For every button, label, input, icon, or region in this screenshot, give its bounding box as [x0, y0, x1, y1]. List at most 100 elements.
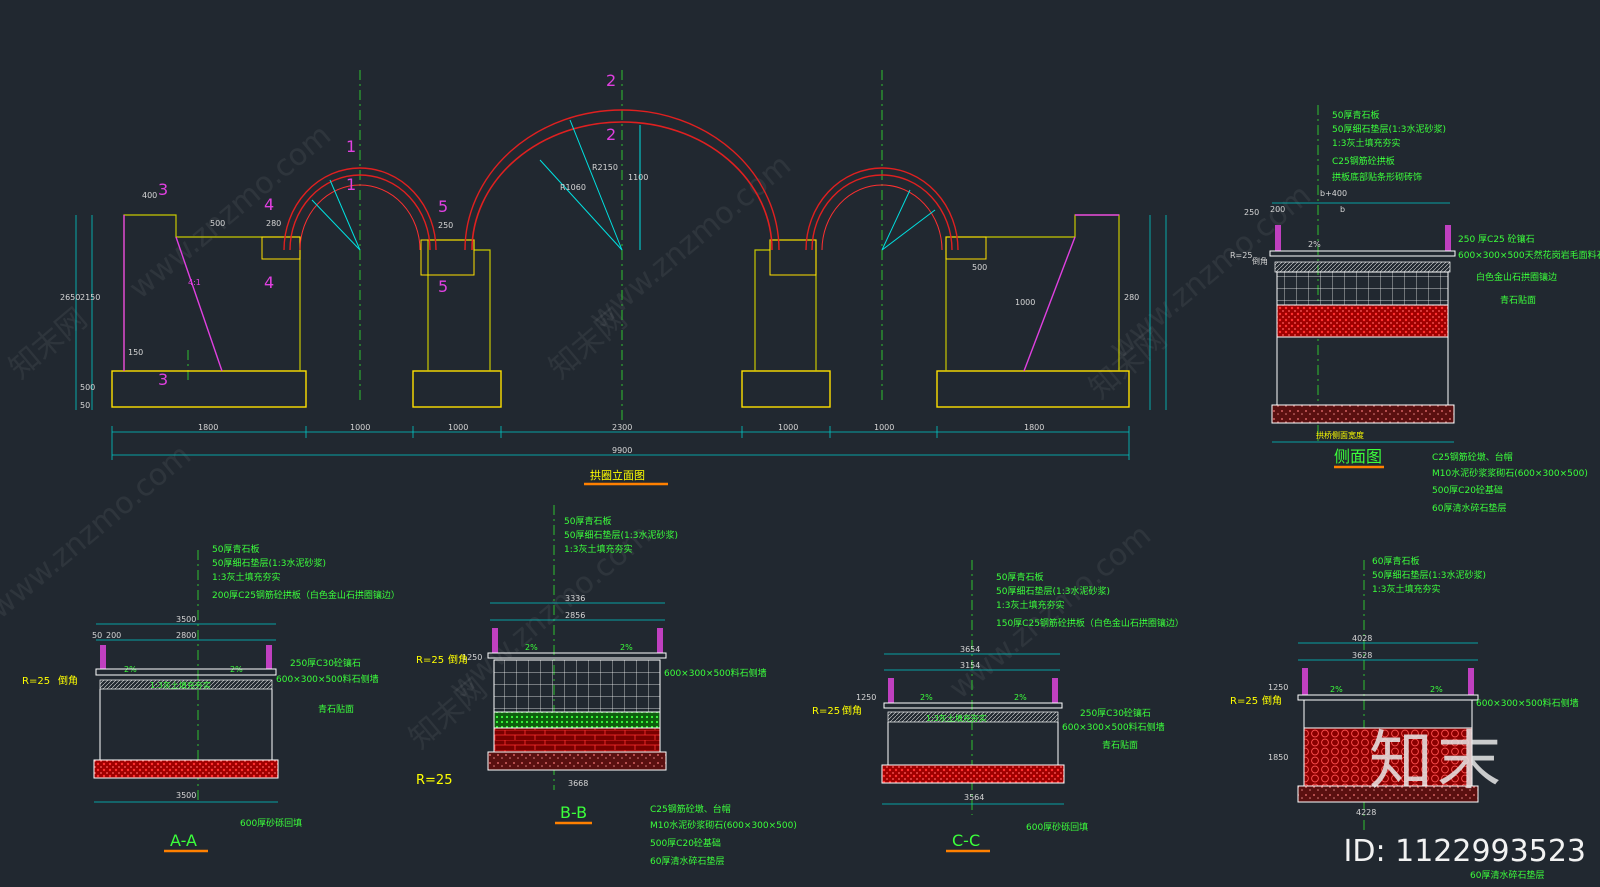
- dim-label: 50: [80, 401, 90, 410]
- dim-label: 3628: [1352, 651, 1372, 660]
- center-lines: [187, 70, 883, 420]
- bb-dims: 3336 2856 3668 1250 2% 2% R=25 倒角 R=25: [416, 594, 633, 788]
- note-text: M10水泥砂浆砌石(600×300×500): [650, 819, 797, 831]
- dim-label: 1000: [778, 423, 798, 432]
- grid-mark: 3: [158, 180, 168, 199]
- note-text: 600×300×500料石侧墙: [664, 667, 767, 679]
- dim-label: 2%: [1430, 685, 1443, 694]
- note-text: 青石贴面: [318, 703, 354, 715]
- note-text: 150厚C25钢筋砼拱板（白色金山石拱圈镶边）: [996, 617, 1184, 629]
- dim-label: 倒角: [448, 654, 468, 666]
- dim-label: 4:1: [188, 278, 201, 287]
- note-text: 60厚清水碎石垫层: [650, 855, 724, 867]
- bb-notes-bottom: C25钢筋砼墩、台帽 M10水泥砂浆砌石(600×300×500) 500厚C2…: [650, 803, 797, 867]
- grid-mark: 4: [264, 273, 274, 292]
- dim-label: 280: [266, 219, 281, 228]
- dim-label: 2150: [80, 293, 100, 302]
- note-text: 60厚清水碎石垫层: [1470, 869, 1544, 881]
- note-text: 青石贴面: [1102, 739, 1138, 751]
- note-text: 250厚C30砼镶石: [290, 657, 361, 669]
- dim-label: 2%: [620, 643, 633, 652]
- note-text: 1:3灰土填充夯实: [564, 543, 633, 555]
- note-text: 60厚清水碎石垫层: [1432, 502, 1506, 514]
- note-text: 600×300×500料石侧墙: [276, 673, 379, 685]
- dim-label: 1850: [1268, 753, 1288, 762]
- dim-label: 2%: [525, 643, 538, 652]
- dim-label: 2856: [565, 611, 585, 620]
- dim-label: 2300: [612, 423, 632, 432]
- dim-label: 50: [92, 631, 102, 640]
- dim-label: R=25: [1230, 696, 1258, 707]
- dim-label: 250: [1244, 208, 1259, 217]
- note-text: 1:3灰土填充夯实: [1332, 137, 1401, 149]
- main-elevation: 1 1 2 2 3 3 4 4 5 5: [60, 70, 1167, 486]
- dd-notes-right: 600×300×500料石侧墙 60厚清水碎石垫层: [1470, 697, 1579, 881]
- note-text: 600×300×500料石侧墙: [1476, 697, 1579, 709]
- dim-label: 2%: [1308, 240, 1321, 249]
- dim-label: 1250: [1268, 683, 1288, 692]
- dim-label: b+400: [1320, 189, 1347, 198]
- aa-notes-right: 250厚C30砼镶石 600×300×500料石侧墙 青石贴面 600厚砂砾回填: [240, 657, 379, 829]
- section-bb: 50厚青石板 50厚细石垫层(1:3水泥砂浆) 1:3灰土填充夯实 3336 2…: [416, 505, 797, 867]
- grid-mark: 2: [606, 71, 616, 90]
- note-text: 250厚C30砼镶石: [1080, 707, 1151, 719]
- dim-label: b: [1340, 205, 1345, 214]
- image-id-label: ID: 1122993523: [1343, 834, 1586, 869]
- dim-label: 250: [438, 221, 453, 230]
- dim-label: 4228: [1356, 808, 1376, 817]
- grid-mark: 5: [438, 277, 448, 296]
- foundations: [111, 370, 1130, 408]
- side-notes-right: 250 厚C25 砼镶石 600×300×500天然花岗岩毛面料石侧墙 白色金山…: [1458, 233, 1600, 306]
- side-dims: b+400 b 250 200 2% R=25 倒角: [1230, 189, 1347, 266]
- note-text: 50厚细石垫层(1:3水泥砂浆): [1372, 569, 1486, 581]
- dim-label: 500: [972, 263, 987, 272]
- arches: [283, 109, 959, 251]
- watermark-brand: 知末网: [3, 301, 94, 386]
- section-dd: 60厚青石板 50厚细石垫层(1:3水泥砂浆) 1:3灰土填充夯实 4028 3…: [1230, 555, 1579, 881]
- dim-label: R=25: [1230, 251, 1252, 260]
- dim-label: 3668: [568, 779, 588, 788]
- bb-notes-top: 50厚青石板 50厚细石垫层(1:3水泥砂浆) 1:3灰土填充夯实: [564, 515, 678, 555]
- note-text: 50厚细石垫层(1:3水泥砂浆): [1332, 123, 1446, 135]
- dim-label: 3336: [565, 594, 585, 603]
- dim-label: 1250: [462, 653, 482, 662]
- side-notes-bottom: C25钢筋砼墩、台帽 M10水泥砂浆浆砌石(600×300×500) 500厚C…: [1432, 451, 1588, 514]
- spring-blocks: [261, 236, 987, 276]
- dim-label: 1000: [350, 423, 370, 432]
- dim-label: 500: [210, 219, 225, 228]
- note-text: 50厚细石垫层(1:3水泥砂浆): [212, 557, 326, 569]
- dim-label: 400: [142, 191, 157, 200]
- section-aa-title: A-A: [170, 831, 197, 850]
- grid-mark: 1: [346, 137, 356, 156]
- note-text: 200厚C25钢筋砼拱板（白色金山石拱圈镶边）: [212, 589, 400, 601]
- note-text: 60厚青石板: [1372, 555, 1419, 567]
- dim-label: 3564: [964, 793, 984, 802]
- grid-marks: 1 1 2 2 3 3 4 4 5 5: [158, 71, 616, 389]
- dimension-lines: [75, 215, 1167, 460]
- dim-label: 2800: [176, 631, 196, 640]
- dim-label: 1000: [874, 423, 894, 432]
- dim-label: 3154: [960, 661, 980, 670]
- note-text: 50厚细石垫层(1:3水泥砂浆): [996, 585, 1110, 597]
- dim-label: 2650: [60, 293, 80, 302]
- dims-bottom: 1800 1000 1000 2300 1000 1000 1800 9900: [198, 423, 1044, 455]
- watermark-text: www.znzmo.com: [943, 518, 1158, 707]
- note-text: 50厚青石板: [1332, 109, 1379, 121]
- note-text: 50厚青石板: [996, 571, 1043, 583]
- grid-mark: 5: [438, 197, 448, 216]
- note-text: C25钢筋砼墩、台帽: [1432, 451, 1513, 463]
- cc-notes-top: 50厚青石板 50厚细石垫层(1:3水泥砂浆) 1:3灰土填充夯实 150厚C2…: [996, 571, 1184, 629]
- dim-label: R=25: [416, 773, 452, 788]
- dim-label: 2%: [1330, 685, 1343, 694]
- dim-label: 150: [128, 348, 143, 357]
- note-text: 250 厚C25 砼镶石: [1458, 233, 1535, 245]
- dim-label: 3500: [176, 615, 196, 624]
- note-text: 600×300×500料石侧墙: [1062, 721, 1165, 733]
- radius-lines: [311, 119, 936, 251]
- dim-label: 1000: [1015, 298, 1035, 307]
- section-bb-title: B-B: [560, 803, 587, 822]
- grid-mark: 3: [158, 370, 168, 389]
- note-text: 500厚C20砼基础: [650, 837, 721, 849]
- cc-dims: 3654 3154 3564 1250 2% 2% R=25 倒角: [812, 645, 1027, 802]
